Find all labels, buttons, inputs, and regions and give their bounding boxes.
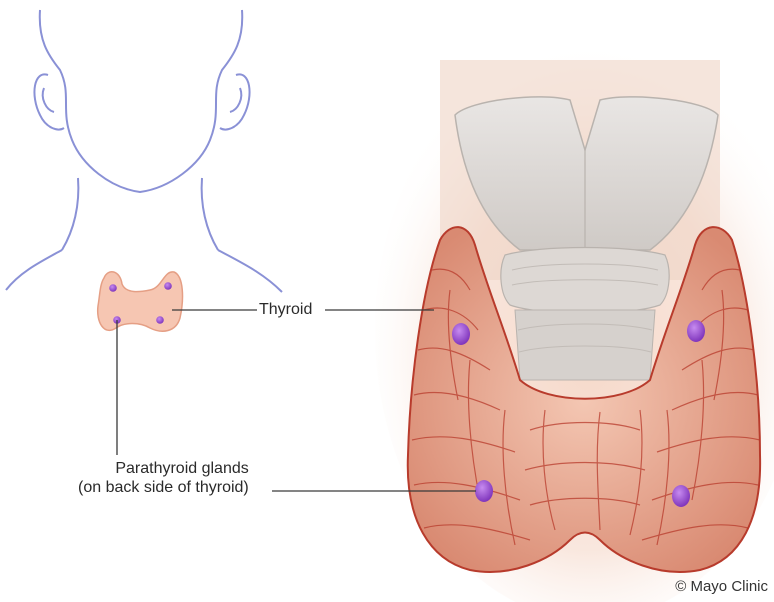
cricoid-cartilage xyxy=(501,248,669,314)
parathyroid-lower-right xyxy=(672,485,690,507)
parathyroid-upper-left xyxy=(452,323,470,345)
small-parathyroid-4 xyxy=(156,316,164,324)
parathyroid-upper-right xyxy=(687,320,705,342)
parathyroid-label-line1: Parathyroid glands xyxy=(78,459,249,478)
copyright-credit: © Mayo Clinic xyxy=(675,578,768,596)
parathyroid-lower-left xyxy=(475,480,493,502)
small-parathyroid-2 xyxy=(164,282,172,290)
small-parathyroid-1 xyxy=(109,284,117,292)
thyroid-label: Thyroid xyxy=(259,300,312,319)
large-thyroid-illustration xyxy=(375,40,774,602)
trachea xyxy=(515,310,655,380)
head-outline xyxy=(6,10,282,292)
small-thyroid xyxy=(98,272,183,331)
parathyroid-label: Parathyroid glands (on back side of thyr… xyxy=(78,459,249,497)
parathyroid-label-line2: (on back side of thyroid) xyxy=(78,478,249,497)
